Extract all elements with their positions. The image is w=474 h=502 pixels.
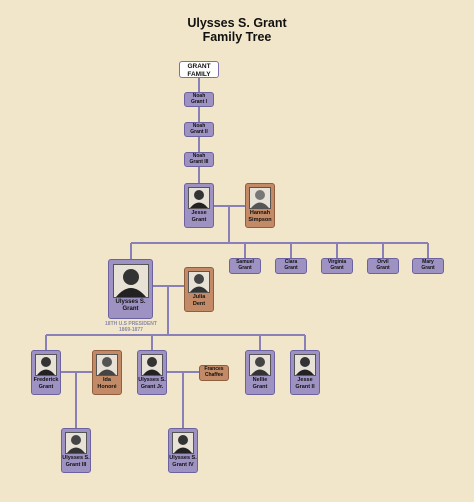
ida-honore-box: Ida Honoré bbox=[92, 350, 122, 395]
orvil-grant-box: Orvil Grant bbox=[367, 258, 399, 274]
portrait-photo bbox=[35, 354, 57, 376]
virginia-grant-box: Virginia Grant bbox=[321, 258, 353, 274]
name-line-1: Noah bbox=[192, 122, 206, 129]
person-silhouette-icon bbox=[174, 435, 192, 453]
person-silhouette-icon bbox=[115, 269, 146, 297]
name-line-1: Jesse bbox=[297, 377, 313, 383]
name-line-2: Chaffee bbox=[204, 372, 224, 378]
portrait-photo bbox=[188, 271, 210, 293]
noah-grant-ii-box: Noah Grant II bbox=[184, 122, 214, 137]
name-line-1: Julia bbox=[192, 294, 206, 300]
name-line-2: Simpson bbox=[248, 216, 272, 223]
term-years: 1869-1877 bbox=[119, 326, 143, 333]
title-line-1: Ulysses S. Grant bbox=[187, 16, 287, 30]
person-silhouette-icon bbox=[190, 274, 208, 292]
name-line-1: Ulysses S. bbox=[169, 455, 197, 461]
mary-grant-box: Mary Grant bbox=[412, 258, 444, 274]
name-line-1: Frederick bbox=[33, 377, 59, 383]
name-line-2: Grant II bbox=[295, 383, 315, 390]
portrait-photo bbox=[96, 354, 118, 376]
name-line-1: Nellie bbox=[252, 377, 268, 383]
person-silhouette-icon bbox=[251, 357, 269, 375]
portrait-photo bbox=[141, 354, 163, 376]
ulysses-s-grant-iv-box: Ulysses S. Grant IV bbox=[168, 428, 198, 473]
name-line-2: Grant bbox=[122, 306, 139, 312]
grant-family-root: GRANT FAMILY bbox=[179, 61, 219, 78]
name-line-1: Noah bbox=[192, 152, 206, 159]
portrait-photo bbox=[249, 354, 271, 376]
nellie-grant-box: Nellie Grant bbox=[245, 350, 275, 395]
name-line-2: Grant Jr. bbox=[140, 383, 164, 390]
name-line-1: Virginia bbox=[327, 259, 347, 266]
name-line-1: Noah bbox=[192, 92, 206, 99]
name-line-2: Grant bbox=[284, 265, 298, 271]
person-silhouette-icon bbox=[296, 357, 314, 375]
frances-chaffee-box: Frances Chaffee bbox=[199, 365, 229, 381]
name-line-2: Grant I bbox=[190, 98, 208, 105]
name-line-2: Grant bbox=[191, 216, 207, 223]
ulysses-s-grant-jr-box: Ulysses S. Grant Jr. bbox=[137, 350, 167, 395]
portrait-photo bbox=[188, 187, 210, 209]
person-silhouette-icon bbox=[98, 357, 116, 375]
root-label-line-2: FAMILY bbox=[187, 70, 211, 78]
name-line-2: Grant III bbox=[65, 461, 87, 468]
portrait-photo bbox=[112, 264, 149, 298]
root-label-line-1: GRANT bbox=[187, 63, 211, 70]
noah-grant-i-box: Noah Grant I bbox=[184, 92, 214, 107]
name-line-2: Grant II bbox=[190, 128, 208, 135]
name-line-2: Dent bbox=[192, 300, 206, 307]
portrait-photo bbox=[294, 354, 316, 376]
jesse-grant-ii-box: Jesse Grant II bbox=[290, 350, 320, 395]
name-line-2: Grant bbox=[330, 265, 344, 271]
name-line-2: Grant III bbox=[189, 158, 209, 165]
person-silhouette-icon bbox=[143, 357, 161, 375]
noah-grant-iii-box: Noah Grant III bbox=[184, 152, 214, 167]
hannah-simpson-box: Hannah Simpson bbox=[245, 183, 275, 228]
name-line-2: Honoré bbox=[97, 383, 117, 390]
name-line-1: Ida bbox=[103, 377, 111, 383]
president-note: 18TH U.S PRESIDENT bbox=[105, 321, 157, 327]
julia-dent-box: Julia Dent bbox=[184, 267, 214, 312]
name-line-1: Clara bbox=[284, 259, 298, 266]
name-line-2: Grant bbox=[252, 383, 268, 390]
name-line-1: Ulysses S. bbox=[62, 455, 90, 461]
samuel-grant-box: Samuel Grant bbox=[229, 258, 261, 274]
jesse-grant-box: Jesse Grant bbox=[184, 183, 214, 228]
portrait-photo bbox=[249, 187, 271, 209]
name-line-1: Orvil bbox=[377, 259, 389, 266]
person-silhouette-icon bbox=[37, 357, 55, 375]
name-line-2: Grant bbox=[421, 265, 435, 271]
name-line-1: Samuel bbox=[236, 259, 254, 266]
title-line-2: Family Tree bbox=[202, 30, 272, 44]
name-line-1: Hannah bbox=[249, 210, 271, 216]
ulysses-s-grant-iii-box: Ulysses S. Grant III bbox=[61, 428, 91, 473]
presidency-caption: 18TH U.S PRESIDENT 1869-1877 bbox=[98, 321, 164, 334]
name-line-2: Grant IV bbox=[172, 461, 194, 468]
name-line-2: Grant bbox=[376, 265, 390, 271]
page-title: Ulysses S. Grant Family Tree bbox=[0, 16, 474, 44]
name-line-1: Mary bbox=[422, 259, 434, 266]
frederick-grant-box: Frederick Grant bbox=[31, 350, 61, 395]
clara-grant-box: Clara Grant bbox=[275, 258, 307, 274]
name-line-2: Grant bbox=[238, 265, 252, 271]
person-silhouette-icon bbox=[251, 190, 269, 208]
name-line-1: Ulysses S. bbox=[115, 299, 146, 305]
portrait-photo bbox=[65, 432, 87, 454]
person-silhouette-icon bbox=[67, 435, 85, 453]
person-silhouette-icon bbox=[190, 190, 208, 208]
ulysses-s-grant-box: Ulysses S. Grant bbox=[108, 259, 153, 319]
name-line-2: Grant bbox=[38, 383, 54, 390]
name-line-1: Jesse bbox=[191, 210, 207, 216]
name-line-1: Ulysses S. bbox=[138, 377, 166, 383]
name-line-1: Frances bbox=[204, 366, 224, 373]
portrait-photo bbox=[172, 432, 194, 454]
